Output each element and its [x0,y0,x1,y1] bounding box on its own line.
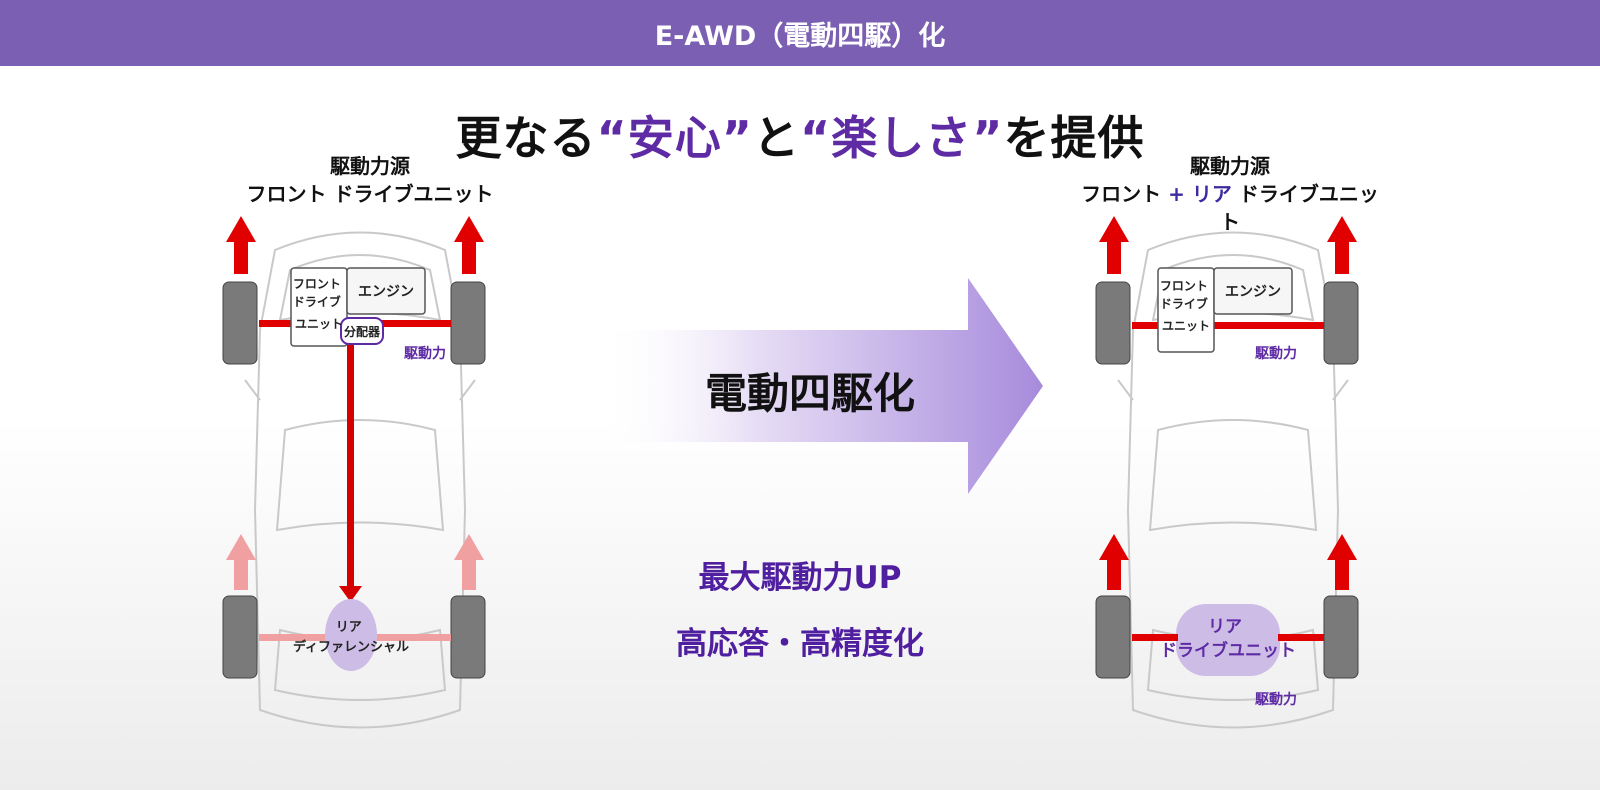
right-tire-rr [1323,595,1359,679]
headline-quote-open1: “ [596,111,628,165]
left-rear-diff [325,599,377,671]
right-front-left-arrow [1099,216,1129,274]
headline-accent-anshin: 安心 [627,111,722,165]
right-rear-left-arrow [1099,534,1129,590]
right-caption-rear: リア [1191,182,1232,206]
slide-header: E-AWD（電動四駆）化 [0,0,1600,66]
headline-part3: を提供 [1003,111,1145,165]
headline-quote-open2: “ [800,111,832,165]
left-front-unit-label: フロント ドライブ ユニット [293,277,345,331]
headline-accent-tanoshisa: 楽しさ [831,111,973,165]
right-caption-tail: ドライブユニット [1220,182,1379,234]
right-tire-rl [1095,595,1131,679]
left-caption: 駆動力源 フロント ドライブユニット [240,152,500,208]
headline: 更なる“安心”と“楽しさ”を提供 [0,102,1600,168]
headline-part2: と [753,111,800,165]
left-rear-axle-left [259,634,331,641]
right-caption: 駆動力源 フロント + リア ドライブユニット [1080,152,1380,236]
right-rear-right-arrow [1327,534,1357,590]
right-caption-plus: + [1168,182,1185,206]
left-rear-right-arrow [454,534,484,590]
right-drive-force-rear-label: 駆動力 [1255,691,1297,708]
left-car-diagram: フロント ドライブ ユニット エンジン 分配器 駆動力 リア ディファレンシャル [222,216,486,729]
left-front-left-arrow [226,216,256,274]
left-front-right-arrow [454,216,484,274]
right-tire-fr [1323,281,1359,365]
right-engine [1213,267,1293,315]
left-rear-diff-label: リア ディファレンシャル [293,620,409,655]
left-propshaft [347,338,354,588]
right-rear-axle-left [1132,634,1178,641]
right-engine-label: エンジン [1225,284,1281,300]
headline-part1: 更なる [455,111,597,165]
left-distributor [340,317,384,345]
right-rear-drive-unit [1176,604,1280,676]
left-rear-axle-right [373,634,451,641]
right-caption-line1: 駆動力源 [1190,154,1270,178]
left-rear-left-arrow [226,534,256,590]
right-car-diagram: フロント ドライブ ユニット エンジン 駆動力 リア ドライブユニット 駆動力 [1095,216,1359,729]
right-tire-fl [1095,281,1131,365]
right-front-axle-left [1132,322,1166,329]
left-front-axle-right [381,320,451,327]
left-distributor-label: 分配器 [344,324,381,339]
right-rear-unit-label: リア ドライブユニット [1160,617,1296,661]
left-caption-line1: 駆動力源 [330,154,410,178]
center-label: 電動四駆化 [704,369,915,418]
right-drive-force-front-label: 駆動力 [1255,345,1297,362]
right-caption-front: フロント [1081,182,1162,206]
benefit-response: 高応答・高精度化 [676,626,924,662]
header-title: E-AWD（電動四駆）化 [654,20,946,52]
right-front-unit-label: フロント ドライブ ユニット [1160,279,1212,333]
left-engine [346,267,426,315]
left-tire-rr [450,595,486,679]
left-tire-fr [450,281,486,365]
headline-quote-close2: ” [972,111,1004,165]
left-tire-rl [222,595,258,679]
transition-arrow [598,278,1043,494]
benefit-max-drive: 最大駆動力UP [698,560,902,596]
left-drive-force-label: 駆動力 [404,345,446,362]
right-rear-axle-right [1278,634,1324,641]
left-engine-label: エンジン [358,284,414,300]
headline-quote-close1: ” [721,111,753,165]
right-front-axle-right [1214,322,1324,329]
left-caption-line2: フロント ドライブユニット [246,182,494,206]
right-front-right-arrow [1327,216,1357,274]
left-propshaft-arrowhead [339,586,362,602]
left-front-axle-left [259,320,293,327]
left-tire-fl [222,281,258,365]
